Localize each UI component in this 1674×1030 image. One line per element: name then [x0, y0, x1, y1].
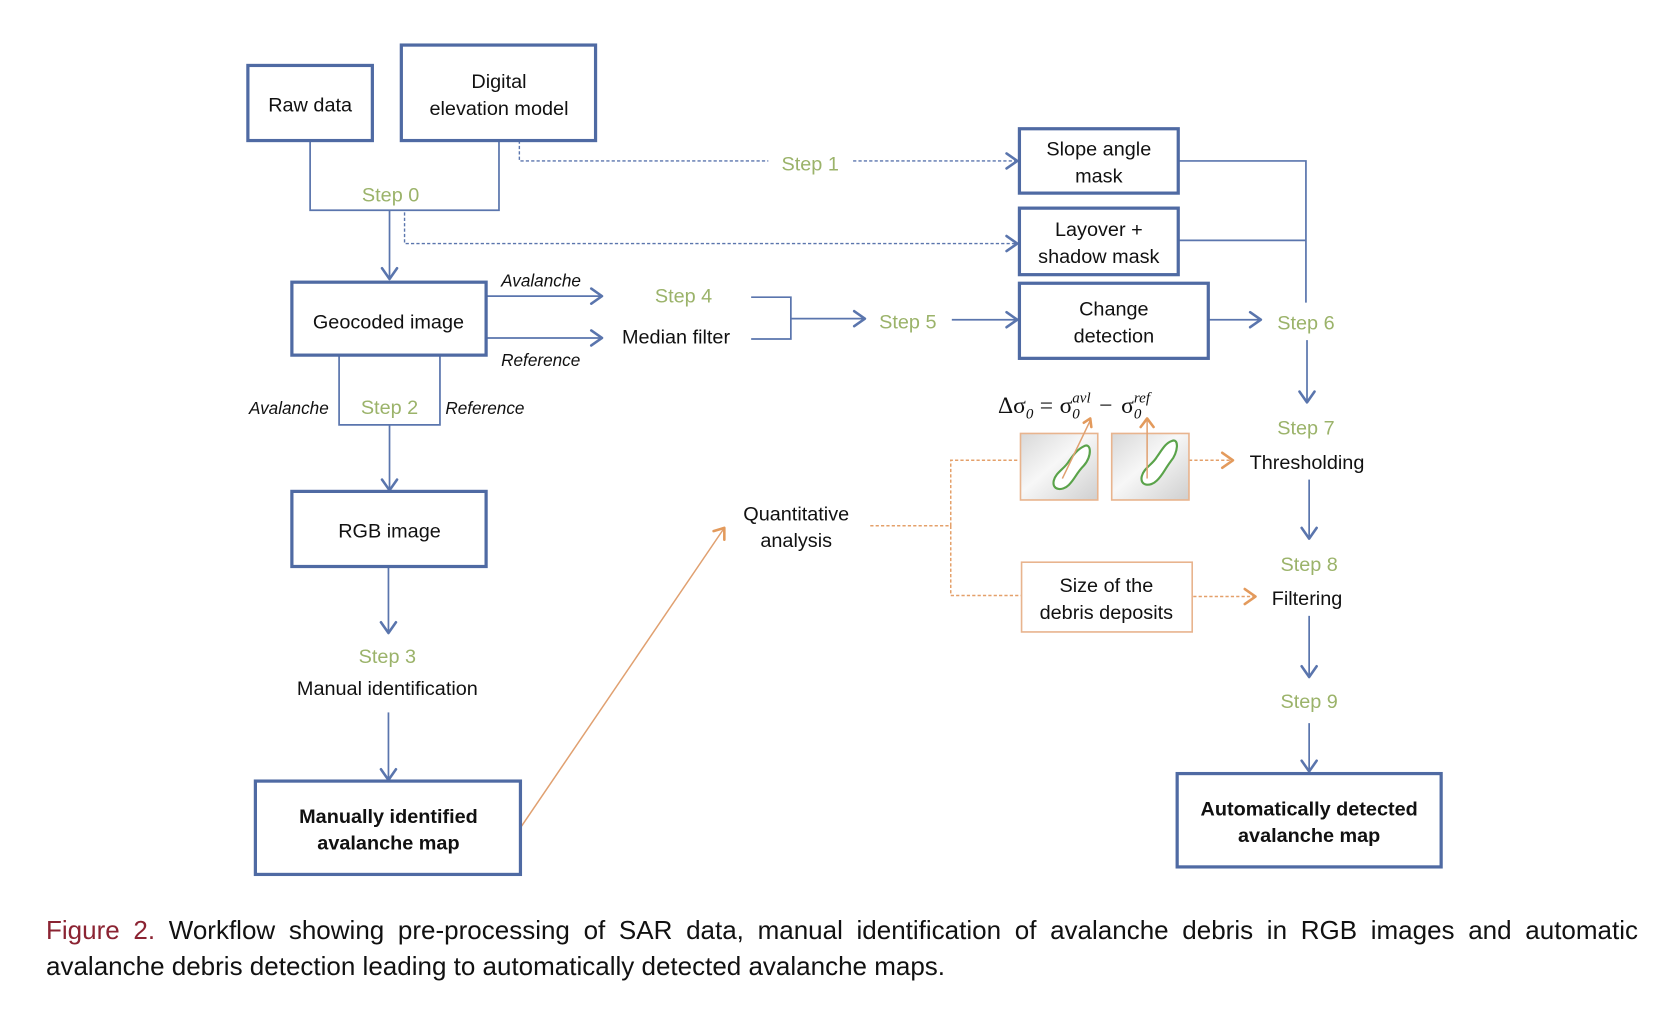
- quantitative-connectors: [520, 451, 1257, 827]
- eq-term1: σ: [1060, 393, 1073, 419]
- auto-map-line2: avalanche map: [1238, 825, 1380, 847]
- connector-step4-bracket: [751, 296, 792, 340]
- arrowhead-step7: [1298, 390, 1316, 404]
- step-labels: Step 0 Step 1 Step 2 Step 3 Step 4 Step …: [359, 154, 1338, 714]
- box-raw-data: Raw data: [246, 63, 374, 143]
- slope-line1: Slope angle: [1046, 139, 1151, 161]
- step-8-label: Step 8: [1280, 554, 1337, 576]
- step-0-label: Step 0: [362, 185, 419, 207]
- change-line2: detection: [1074, 325, 1155, 347]
- box-dem: Digital elevation model: [399, 43, 598, 143]
- geocoded-label: Geocoded image: [313, 311, 464, 333]
- rgb-label: RGB image: [338, 521, 441, 543]
- eq-lhs-sub: 0: [1026, 406, 1034, 422]
- connector-manualmap-to-quantitative: [520, 527, 725, 827]
- step-7-label: Step 7: [1277, 418, 1334, 440]
- arrowhead-step8: [1300, 526, 1318, 540]
- edge-label-reference-top: Reference: [501, 350, 580, 370]
- step-9-label: Step 9: [1280, 691, 1337, 713]
- filtering-label: Filtering: [1272, 588, 1343, 610]
- debris-line1: Size of the: [1059, 575, 1153, 597]
- slope-line2: mask: [1075, 165, 1122, 187]
- change-line1: Change: [1079, 298, 1149, 320]
- arrowhead-automap: [1300, 759, 1318, 773]
- eq-lhs: Δσ: [998, 393, 1026, 419]
- dem-label-line1: Digital: [471, 71, 526, 93]
- arrowhead-median: [589, 329, 604, 347]
- arrowhead-filtering: [1243, 587, 1257, 606]
- connector-quantitative-branch: [870, 459, 1022, 597]
- quantitative-line2: analysis: [760, 530, 832, 552]
- connector-slope-to-step6: [1178, 160, 1307, 303]
- raw-data-label: Raw data: [268, 95, 353, 117]
- layover-line1: Layover +: [1055, 219, 1143, 241]
- box-manual-map: Manually identified avalanche map: [253, 779, 523, 877]
- pointer-to-avl-term: [1061, 420, 1091, 479]
- layover-line2: shadow mask: [1038, 246, 1159, 268]
- eq-minus: −: [1099, 393, 1112, 419]
- thresholding-label: Thresholding: [1250, 452, 1365, 474]
- arrowhead-step5: [852, 309, 867, 328]
- manual-map-line1: Manually identified: [299, 806, 478, 828]
- box-geocoded-image: Geocoded image: [290, 280, 488, 357]
- manual-map-line2: avalanche map: [317, 833, 459, 855]
- backscatter-difference-equation: Δσ0=σ0avl−σ0ref: [998, 390, 1152, 422]
- arrowhead-step9: [1300, 664, 1318, 679]
- median-filter-label: Median filter: [622, 326, 730, 348]
- auto-map-line1: Automatically detected: [1201, 798, 1418, 820]
- edge-label-avalanche-top: Avalanche: [500, 270, 581, 290]
- box-auto-map: Automatically detected avalanche map: [1175, 771, 1443, 869]
- manual-identification-label: Manual identification: [297, 678, 478, 700]
- reference-image-thumbnail: [1110, 417, 1190, 501]
- avalanche-image-thumbnail: [1019, 417, 1099, 501]
- arrowhead-quantitative: [712, 526, 726, 541]
- edge-labels: Avalanche Reference Avalanche Reference: [248, 270, 581, 418]
- arrowhead-step6: [1248, 310, 1263, 329]
- eq-term2: σ: [1121, 393, 1134, 419]
- arrowhead-change: [1005, 310, 1019, 329]
- box-rgb-image: RGB image: [290, 489, 488, 569]
- eq-equals: =: [1040, 393, 1053, 419]
- dem-label-line2: elevation model: [429, 98, 568, 120]
- box-debris-size: Size of the debris deposits: [1020, 561, 1193, 633]
- connector-step0-to-layover: [403, 212, 1018, 245]
- caption-label: Figure 2.: [46, 915, 156, 945]
- eq-term2-sup: ref: [1134, 390, 1152, 406]
- quantitative-line1: Quantitative: [743, 503, 849, 525]
- arrowhead-step3: [379, 621, 398, 635]
- connectors: [309, 140, 1318, 782]
- step-3-label: Step 3: [359, 646, 416, 668]
- debris-line2: debris deposits: [1040, 602, 1174, 624]
- process-labels: Median filter Manual identification Quan…: [297, 326, 1364, 700]
- step-2-label: Step 2: [361, 397, 418, 419]
- eq-term1-sup: avl: [1072, 390, 1090, 406]
- step-6-label: Step 6: [1277, 312, 1334, 334]
- arrowhead-avl-term: [1082, 417, 1093, 429]
- svg-text:Δσ0=σ0avl−σ0ref: Δσ0=σ0avl−σ0ref: [998, 390, 1152, 422]
- caption-text: Workflow showing pre-processing of SAR d…: [46, 915, 1638, 981]
- arrowhead-step4: [589, 287, 604, 305]
- connector-dem-to-step1: [518, 140, 769, 162]
- arrowhead-ref-term: [1139, 417, 1155, 429]
- arrowhead-thresholding: [1220, 451, 1235, 470]
- arrowhead-layover: [1005, 234, 1019, 253]
- arrowhead-geocoded: [380, 266, 399, 281]
- box-change-detection: Change detection: [1017, 281, 1210, 360]
- eq-term2-sub: 0: [1134, 406, 1142, 422]
- step-5-label: Step 5: [879, 311, 936, 333]
- step-1-label: Step 1: [781, 154, 838, 176]
- figure-caption: Figure 2. Workflow showing pre-processin…: [46, 912, 1638, 984]
- eq-term1-sub: 0: [1072, 406, 1080, 422]
- edge-label-reference-step2: Reference: [445, 398, 524, 418]
- connector-raw-to-step0: [309, 140, 500, 212]
- arrowhead-slope: [1005, 152, 1019, 170]
- step-4-label: Step 4: [655, 286, 712, 308]
- box-slope-mask: Slope angle mask: [1017, 127, 1180, 195]
- box-layover-mask: Layover + shadow mask: [1017, 206, 1180, 277]
- edge-label-avalanche-step2: Avalanche: [248, 398, 329, 418]
- debris-outline-icon: [1140, 439, 1178, 486]
